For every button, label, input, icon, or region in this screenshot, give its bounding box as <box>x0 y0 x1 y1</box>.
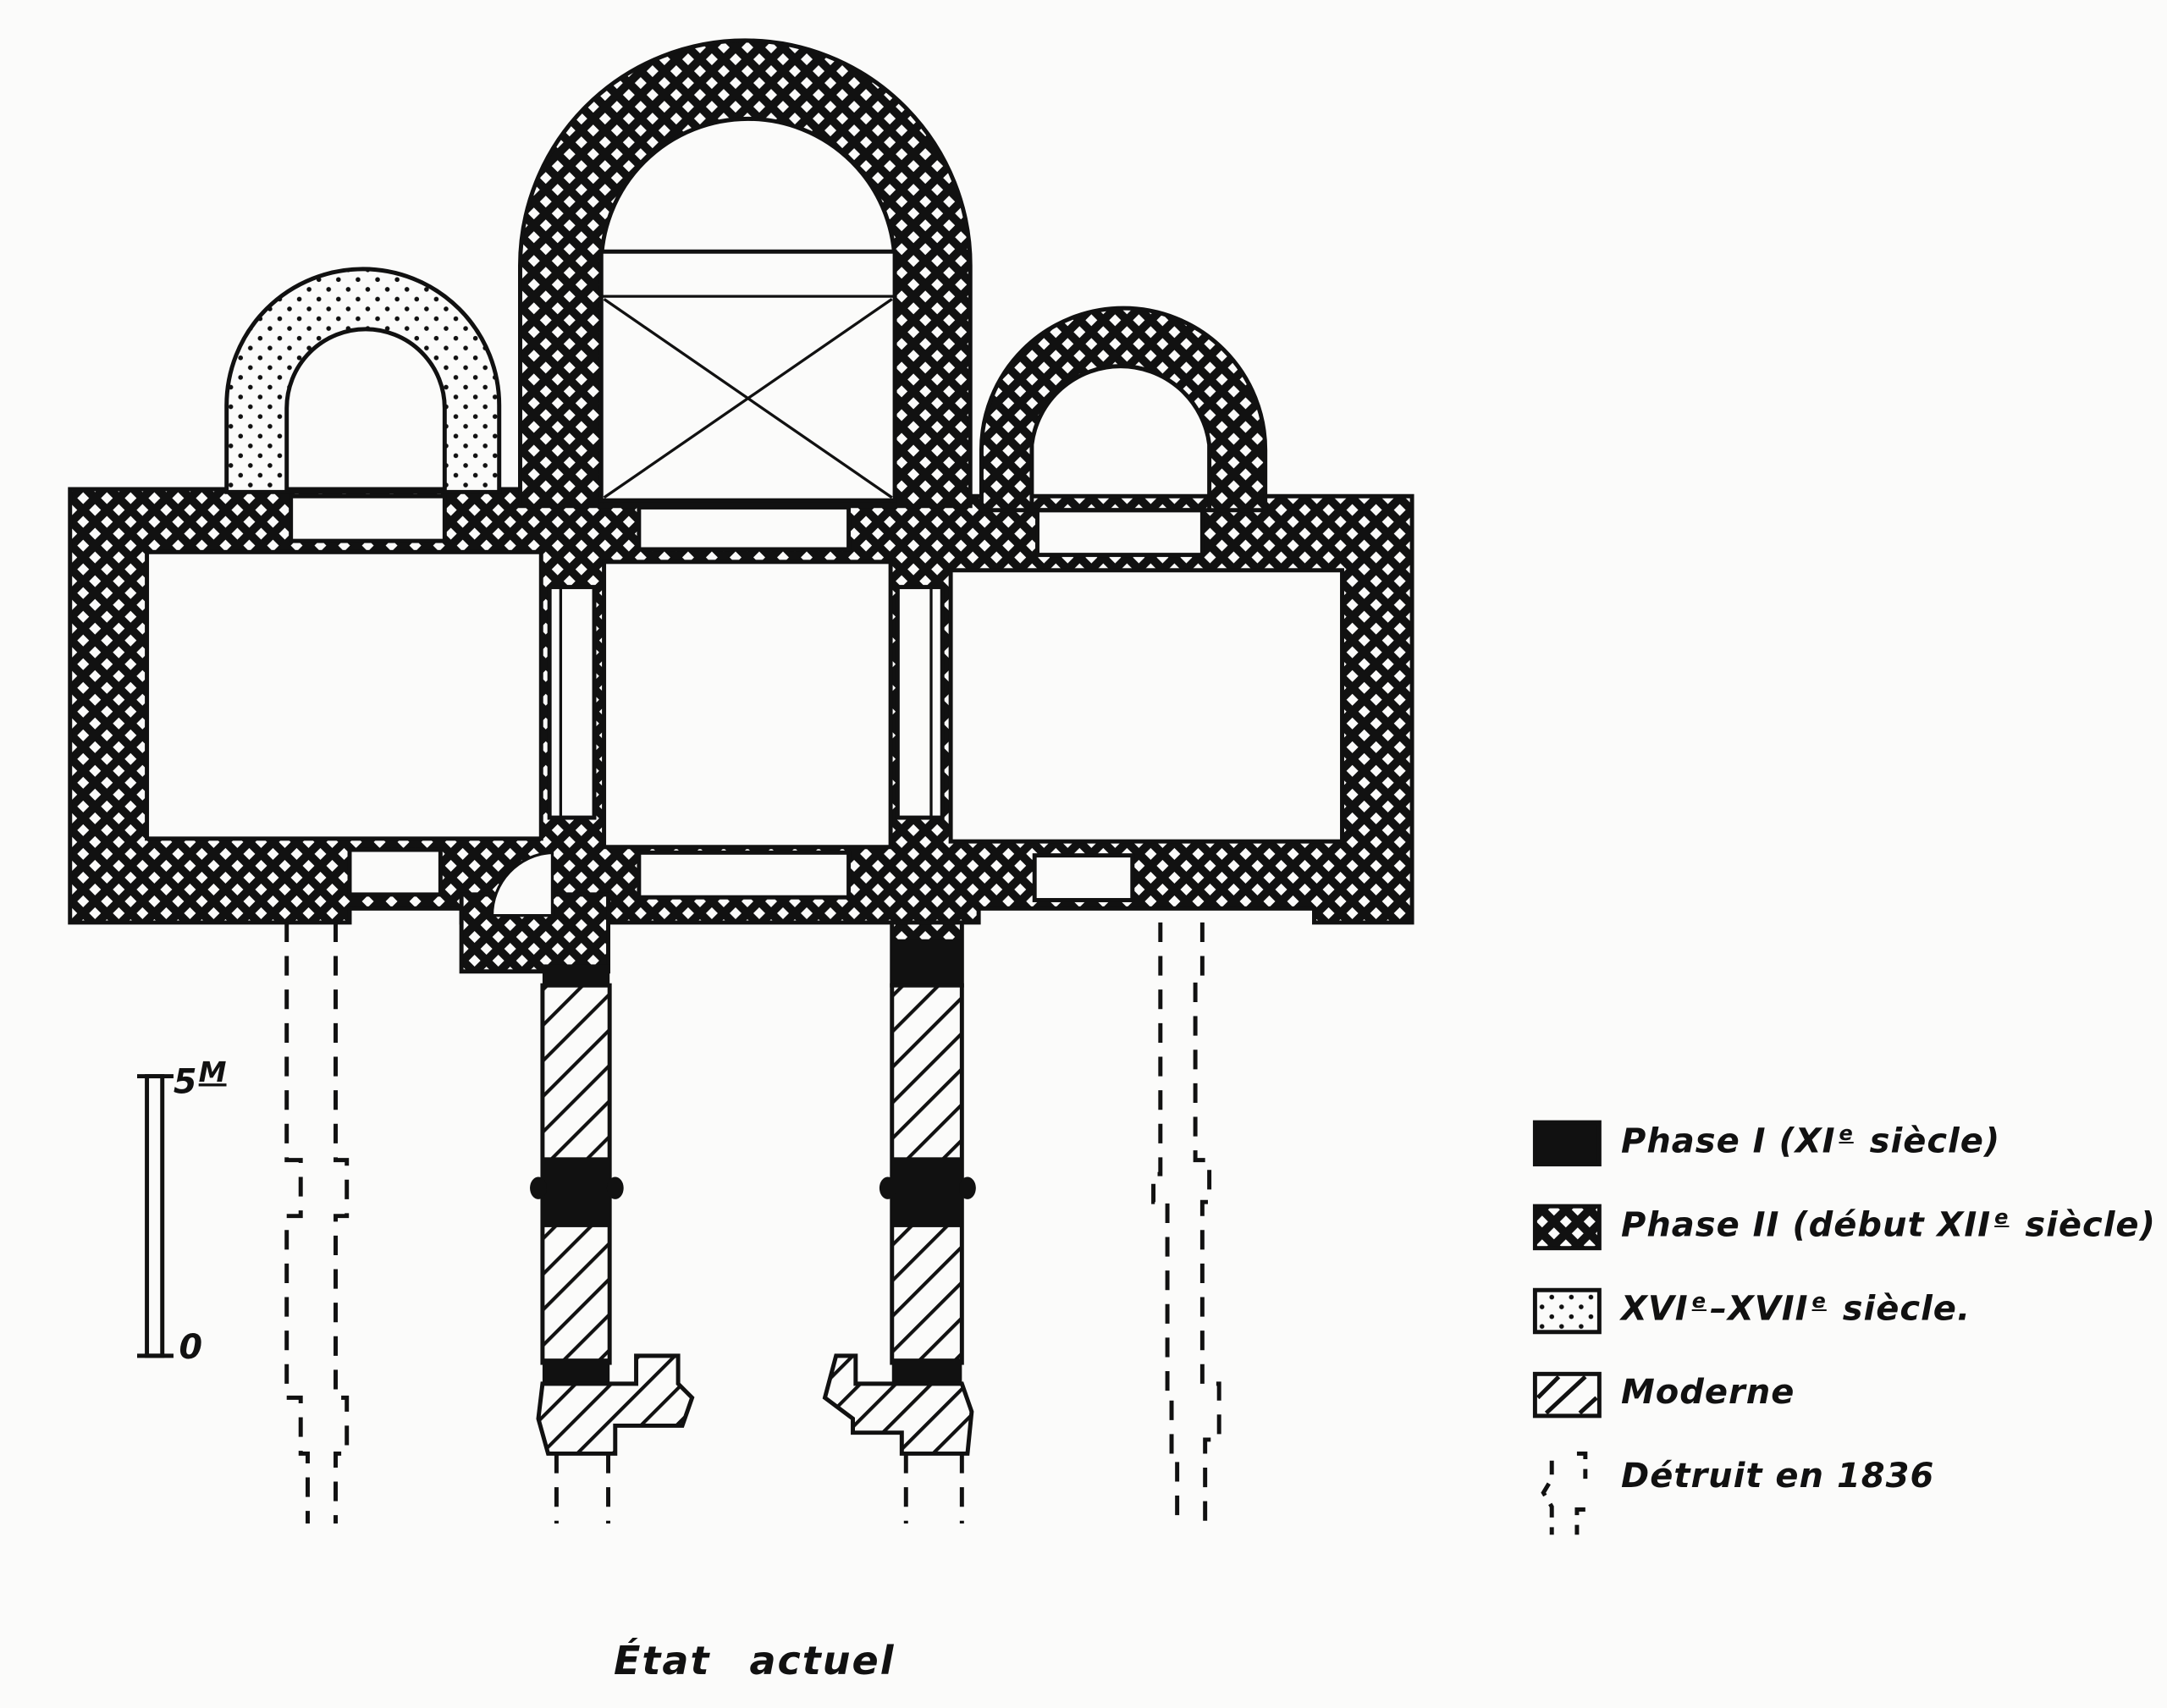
legend-swatch-phase-2 <box>1532 1204 1602 1251</box>
legend-text: siècle) <box>1856 1121 2001 1161</box>
legend-item-destroyed: Détruit en 1836 <box>1621 1457 1934 1496</box>
legend-text: Moderne <box>1621 1373 1795 1412</box>
plan-title: État actuel <box>614 1638 896 1683</box>
legend-text: siècle. <box>1829 1289 1971 1329</box>
legend-swatches <box>1532 1120 1602 1535</box>
legend-swatch-destroyed <box>1541 1451 1588 1535</box>
north-apse <box>224 267 502 494</box>
legend-sup: e <box>1839 1121 1854 1145</box>
legend-swatch-phase-1 <box>1532 1120 1602 1167</box>
legend-swatch-16-17 <box>1532 1287 1602 1335</box>
legend-text: Phase II (début XII <box>1621 1205 1992 1245</box>
legend-text: XVI <box>1621 1289 1689 1329</box>
legend-sup: e <box>1994 1205 2010 1229</box>
legend-text: –XVII <box>1709 1289 1809 1329</box>
transept <box>68 487 1414 974</box>
scale-unit: M <box>199 1055 227 1088</box>
central-apse <box>518 38 973 509</box>
legend-swatch-moderne <box>1532 1371 1602 1419</box>
scale-top-label: 5 <box>174 1062 197 1101</box>
nave-wall-right <box>822 920 976 1456</box>
legend-text: Phase I (XI <box>1621 1121 1836 1161</box>
legend-text: siècle) <box>2012 1205 2156 1245</box>
scale-bar: 5 M 0 <box>137 1055 227 1367</box>
destroyed-walls <box>284 922 1221 1524</box>
scale-bottom-label: 0 <box>179 1328 203 1367</box>
nave-wall-left <box>530 964 695 1456</box>
south-apse <box>979 306 1268 513</box>
legend-sup: e <box>1691 1289 1707 1313</box>
legend-text: Détruit en 1836 <box>1621 1457 1935 1496</box>
legend-item-moderne: Moderne <box>1621 1373 1795 1412</box>
legend-sup: e <box>1811 1289 1827 1313</box>
